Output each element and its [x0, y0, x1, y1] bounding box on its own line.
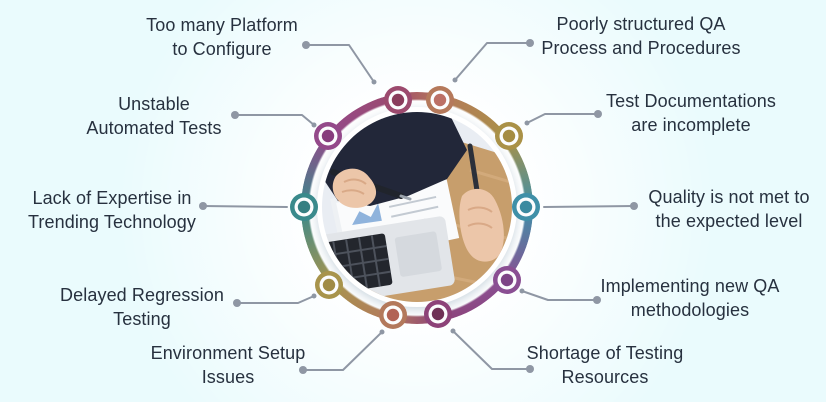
connector-quality-not-met: [543, 202, 638, 210]
label-shortage-of-testing: Shortage of Testing Resources: [526, 343, 684, 387]
node-environment-setup[interactable]: [379, 301, 407, 329]
label-unstable-automated: Unstable Automated Tests: [86, 94, 222, 138]
center-photo: [322, 112, 512, 302]
node-unstable-automated[interactable]: [314, 122, 342, 150]
node-poorly-structured-qa[interactable]: [426, 86, 454, 114]
node-delayed-regression[interactable]: [315, 271, 343, 299]
node-test-documentations[interactable]: [495, 122, 523, 150]
connector-environment-setup: [299, 329, 385, 374]
connector-unstable-automated: [231, 111, 317, 128]
connector-shortage-of-testing: [450, 328, 534, 373]
label-too-many-platform: Too many Platform to Configure: [146, 15, 298, 59]
node-lack-of-expertise[interactable]: [290, 193, 318, 221]
connector-poorly-structured-qa: [452, 39, 534, 83]
label-poorly-structured-qa: Poorly structured QA Process and Procedu…: [541, 14, 741, 58]
label-lack-of-expertise: Lack of Expertise in Trending Technology: [27, 188, 196, 232]
connector-test-documentations: [524, 110, 602, 126]
node-too-many-platform[interactable]: [384, 86, 412, 114]
label-environment-setup: Environment Setup Issues: [150, 343, 306, 387]
node-implementing-new-qa[interactable]: [493, 266, 521, 294]
label-test-documentations: Test Documentations are incomplete: [606, 91, 776, 135]
node-quality-not-met[interactable]: [512, 193, 540, 221]
connector-delayed-regression: [233, 293, 317, 307]
node-shortage-of-testing[interactable]: [424, 300, 452, 328]
label-quality-not-met: Quality is not met to the expected level: [648, 187, 810, 231]
label-delayed-regression: Delayed Regression Testing: [60, 285, 224, 329]
label-implementing-new-qa: Implementing new QA methodologies: [600, 276, 780, 320]
connector-lack-of-expertise: [199, 202, 288, 210]
connector-implementing-new-qa: [519, 288, 601, 304]
connector-too-many-platform: [302, 41, 377, 85]
